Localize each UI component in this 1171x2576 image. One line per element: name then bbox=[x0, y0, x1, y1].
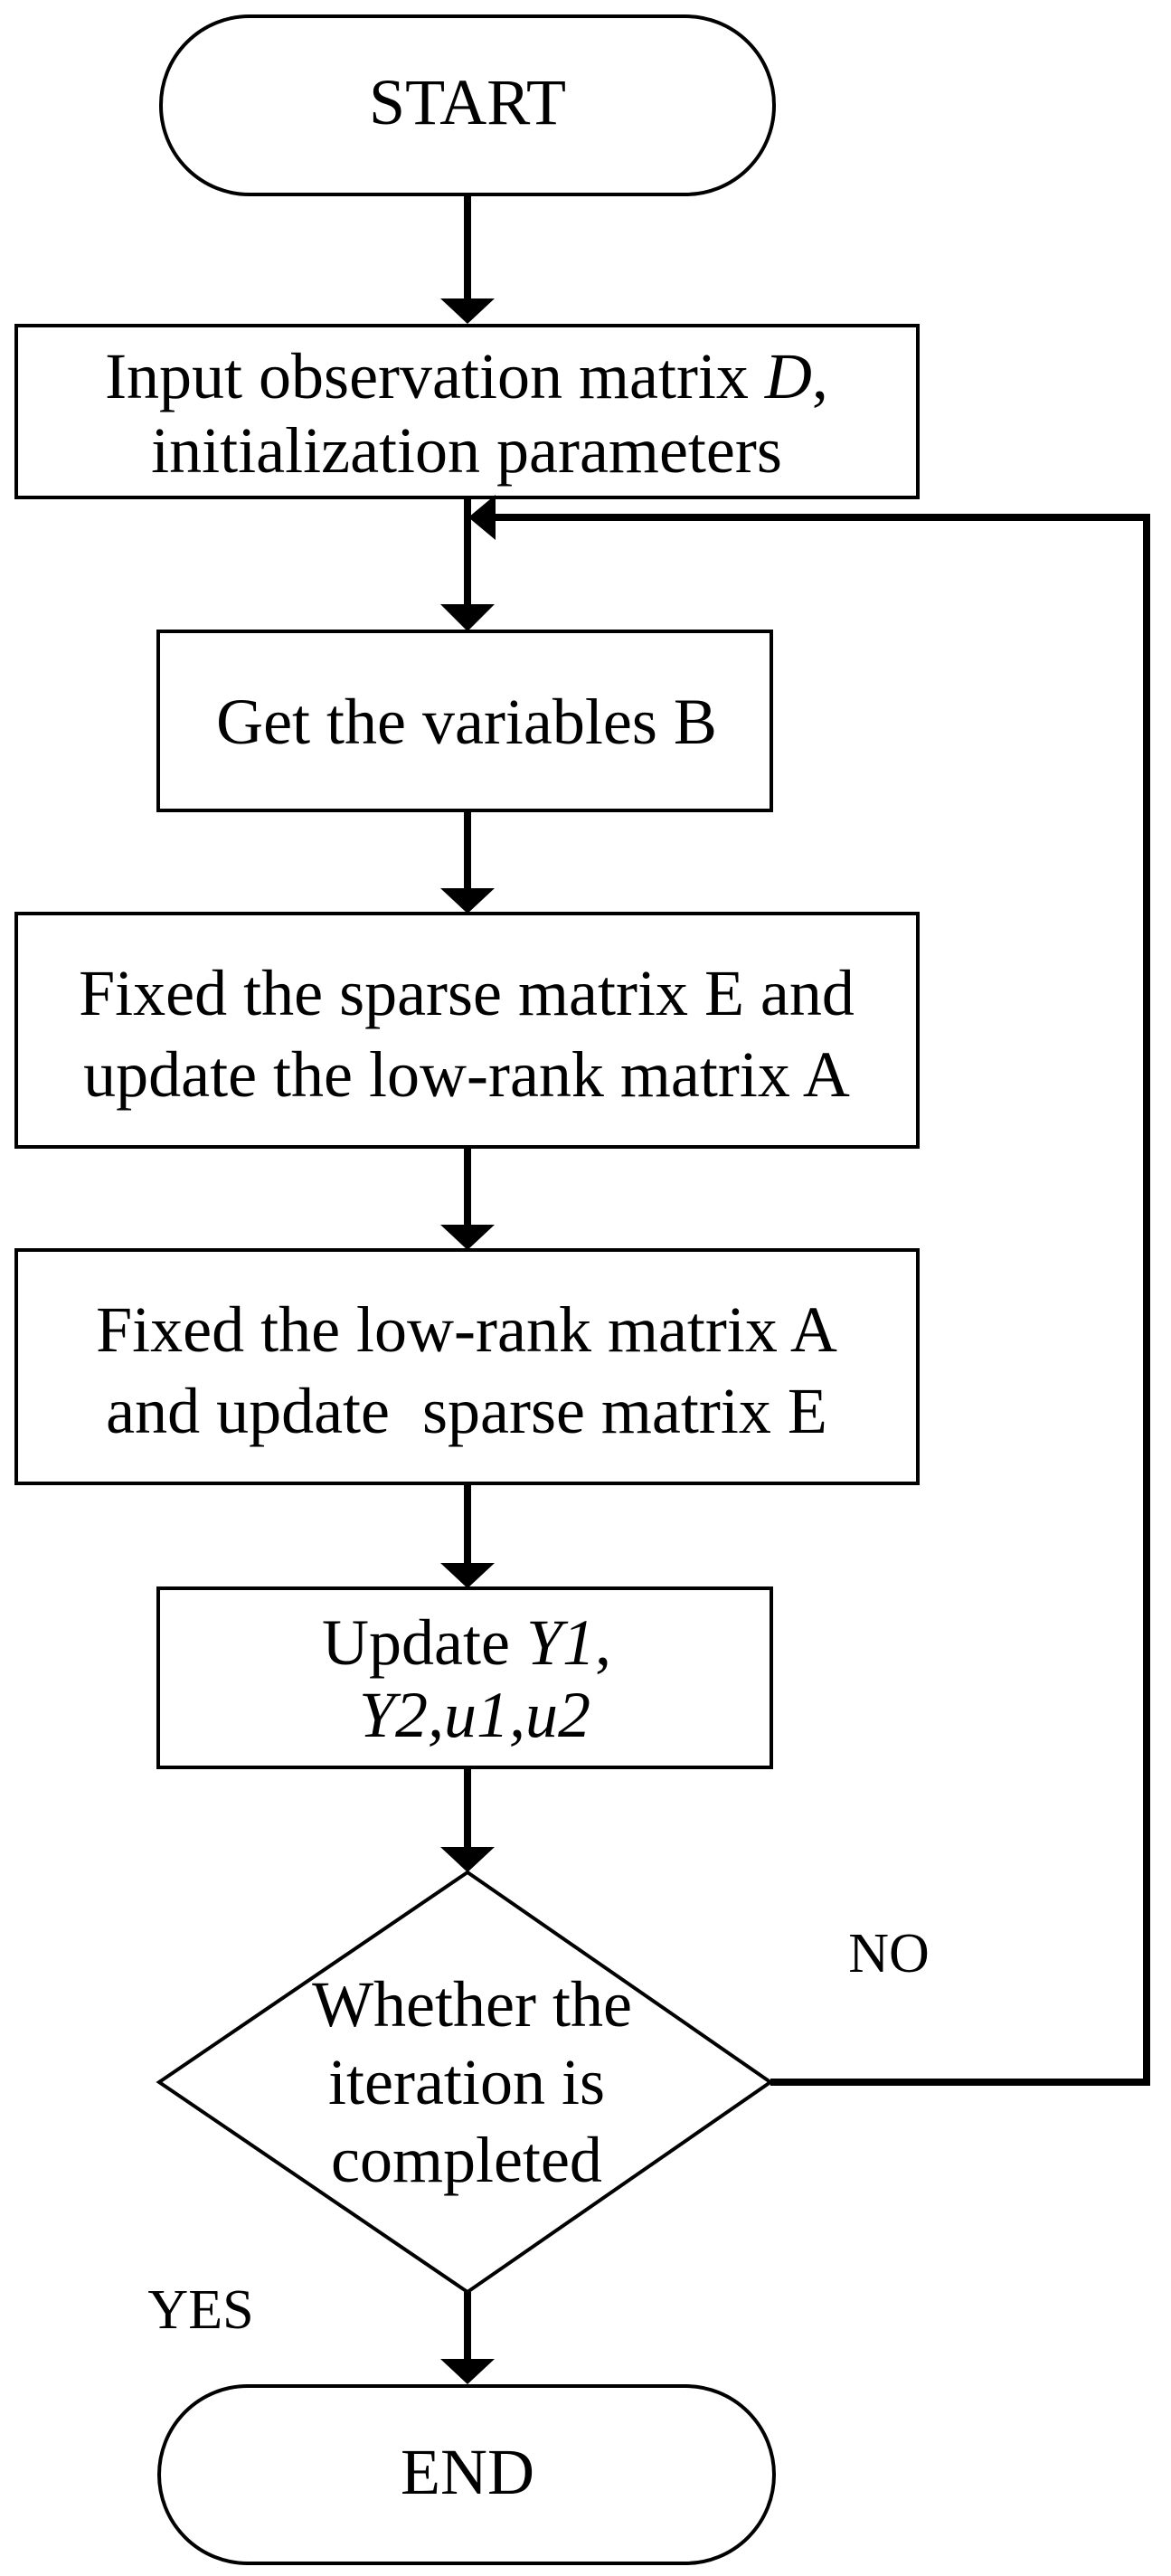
end-terminal-shape bbox=[157, 2384, 776, 2565]
update-multipliers-line-1-variable: Y1 bbox=[526, 1606, 595, 1679]
arrow-no-loop-back: NO bbox=[468, 495, 1150, 2086]
input-box: Input observation matrix D, initializati… bbox=[14, 324, 920, 499]
arrowhead bbox=[440, 1225, 495, 1250]
get-variables-box: Get the variables B bbox=[156, 630, 773, 812]
get-variables-box-shape bbox=[156, 630, 773, 812]
update-multipliers-comma-2: , bbox=[509, 1679, 525, 1751]
no-label: NO bbox=[848, 1923, 930, 1984]
update-multipliers-var-u2: u2 bbox=[525, 1679, 590, 1751]
update-multipliers-line-1-punct: , bbox=[595, 1606, 611, 1679]
fix-sparse-update-lowrank-line-2: update the low-rank matrix A bbox=[83, 1038, 850, 1111]
fix-lowrank-update-sparse-line-2: and update sparse matrix E bbox=[106, 1375, 827, 1447]
decision-line-2: iteration is bbox=[328, 2046, 605, 2118]
get-variables-box-label: Get the variables B bbox=[216, 686, 717, 758]
decision-line-3: completed bbox=[331, 2124, 602, 2196]
arrow-fix-a-to-update bbox=[440, 1483, 495, 1588]
decision-line-1: Whether the bbox=[312, 1968, 632, 2041]
update-multipliers-var-y2: Y2 bbox=[359, 1679, 428, 1751]
yes-label: YES bbox=[147, 2279, 253, 2341]
input-box-line-1-punct: , bbox=[812, 340, 828, 412]
start-terminal-label: START bbox=[369, 66, 566, 138]
arrowhead bbox=[440, 1847, 495, 1872]
arrowhead bbox=[468, 495, 496, 540]
fix-sparse-update-lowrank-box-shape bbox=[14, 912, 920, 1149]
fix-sparse-update-lowrank-box: Fixed the sparse matrix E and update the… bbox=[14, 912, 920, 1149]
arrow-yes-to-end: YES bbox=[147, 2279, 495, 2384]
fix-sparse-update-lowrank-line-1: Fixed the sparse matrix E and bbox=[79, 957, 855, 1029]
connector-line bbox=[496, 514, 1150, 2086]
arrowhead bbox=[440, 604, 495, 631]
arrow-update-to-decision bbox=[440, 1767, 495, 1872]
arrow-get-b-to-fix-e bbox=[440, 810, 495, 914]
update-multipliers-line-1-text: Update bbox=[322, 1606, 526, 1679]
fix-lowrank-update-sparse-box: Fixed the low-rank matrix A and update s… bbox=[14, 1248, 920, 1485]
update-multipliers-var-u1: u1 bbox=[444, 1679, 509, 1751]
arrow-input-to-get-b bbox=[440, 497, 495, 631]
input-box-shape bbox=[14, 324, 920, 499]
arrowhead bbox=[440, 1563, 495, 1588]
input-box-line-2: initialization parameters bbox=[151, 414, 782, 487]
end-terminal-label: END bbox=[401, 2436, 534, 2508]
update-multipliers-line-2: Y2,u1,u2 bbox=[359, 1679, 590, 1751]
arrowhead bbox=[440, 298, 495, 324]
input-box-line-1-variable: D bbox=[764, 340, 812, 412]
fix-lowrank-update-sparse-line-1: Fixed the low-rank matrix A bbox=[96, 1293, 837, 1366]
input-box-line-1-text: Input observation matrix bbox=[105, 340, 765, 412]
arrowhead bbox=[440, 2359, 495, 2384]
iteration-complete-decision: Whether the iteration is completed bbox=[156, 1870, 774, 2295]
arrowhead bbox=[440, 888, 495, 914]
update-multipliers-line-1: Update Y1, bbox=[322, 1606, 611, 1679]
start-terminal: START bbox=[159, 14, 776, 196]
fix-lowrank-update-sparse-box-shape bbox=[14, 1248, 920, 1485]
input-box-line-1: Input observation matrix D, bbox=[105, 340, 828, 412]
update-multipliers-comma-1: , bbox=[428, 1679, 444, 1751]
update-multipliers-box: Update Y1, Y2,u1,u2 bbox=[156, 1586, 773, 1769]
arrow-start-to-input bbox=[440, 194, 495, 324]
arrow-fix-e-to-fix-a bbox=[440, 1147, 495, 1250]
end-terminal: END bbox=[157, 2384, 776, 2565]
